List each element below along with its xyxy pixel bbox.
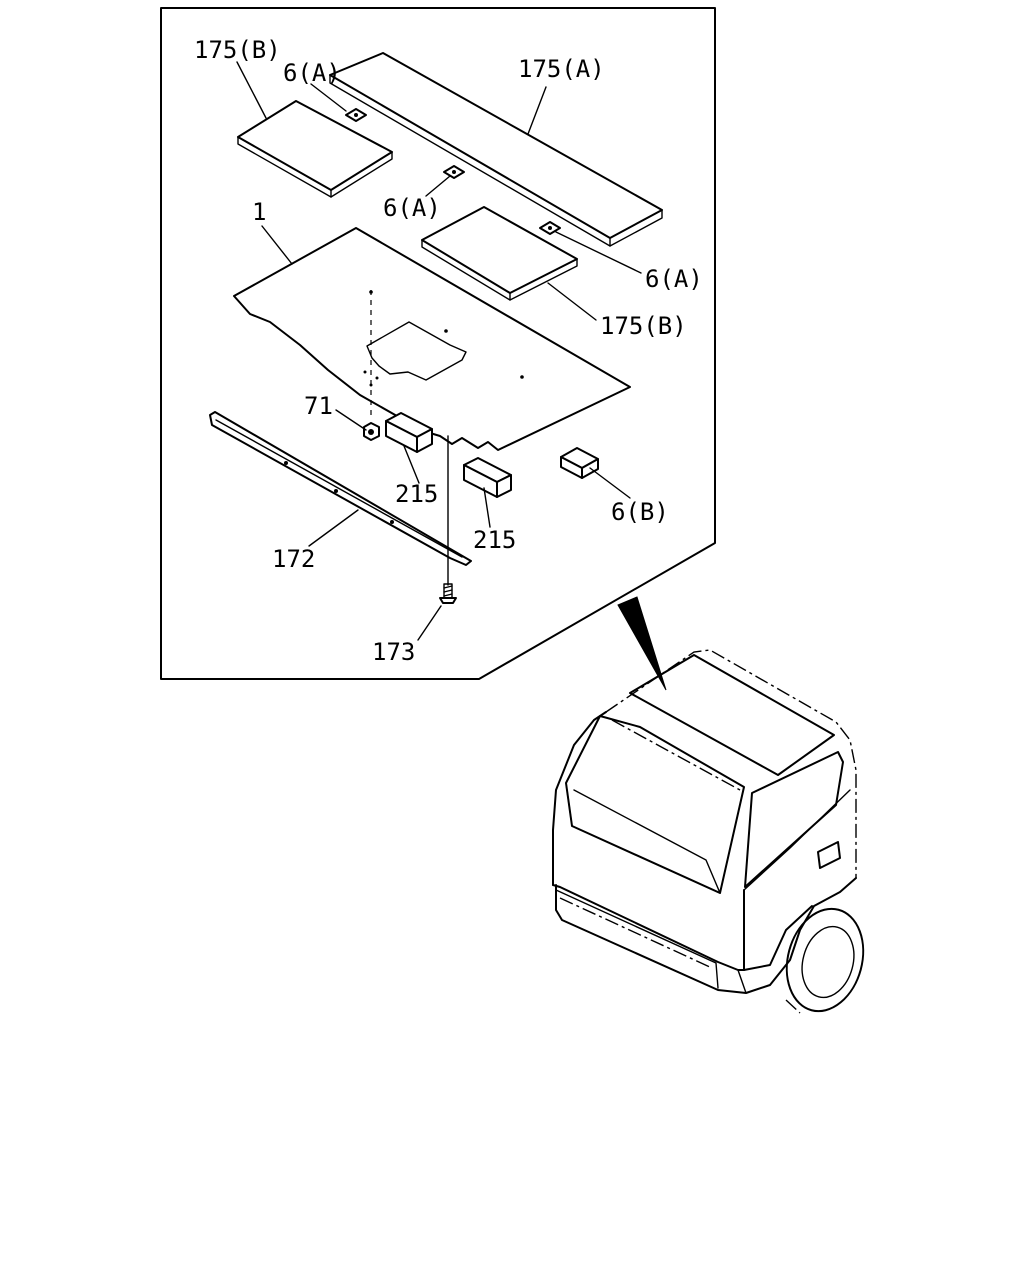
label-172: 172 (272, 545, 315, 573)
label-215-right: 215 (473, 526, 516, 554)
part-71-nut (363, 422, 380, 441)
detail-frame (160, 7, 716, 680)
label-6b: 6(B) (611, 498, 669, 526)
part-6a-clip-2 (443, 165, 465, 179)
pointer-arrow (617, 596, 667, 691)
part-175b-pad-right (421, 206, 578, 301)
label-6a-mid: 6(A) (383, 194, 441, 222)
part-175b-pad-top (237, 100, 393, 198)
label-6a-top: 6(A) (283, 59, 341, 87)
label-1: 1 (252, 198, 266, 226)
part-173-screw (439, 583, 457, 604)
part-6a-clip-1 (345, 108, 367, 122)
label-215-left: 215 (395, 480, 438, 508)
label-71: 71 (304, 392, 333, 420)
label-173: 173 (372, 638, 415, 666)
part-215-block-right (463, 457, 512, 498)
part-175a-panel (329, 52, 663, 247)
label-6a-right: 6(A) (645, 265, 703, 293)
label-175b-right: 175(B) (600, 312, 687, 340)
label-175b-top: 175(B) (194, 36, 281, 64)
truck-cab (552, 649, 865, 1014)
part-1-headliner (233, 227, 631, 451)
label-175a: 175(A) (518, 55, 605, 83)
part-215-block-left (385, 412, 433, 453)
part-172-strip (209, 411, 472, 566)
labels: 175(B) 6(A) 175(A) 6(A) 1 6(A) 175(B) 71… (194, 36, 703, 666)
part-6a-clip-3 (539, 221, 561, 235)
leader-lines (236, 61, 642, 641)
part-6b-block (560, 447, 599, 479)
